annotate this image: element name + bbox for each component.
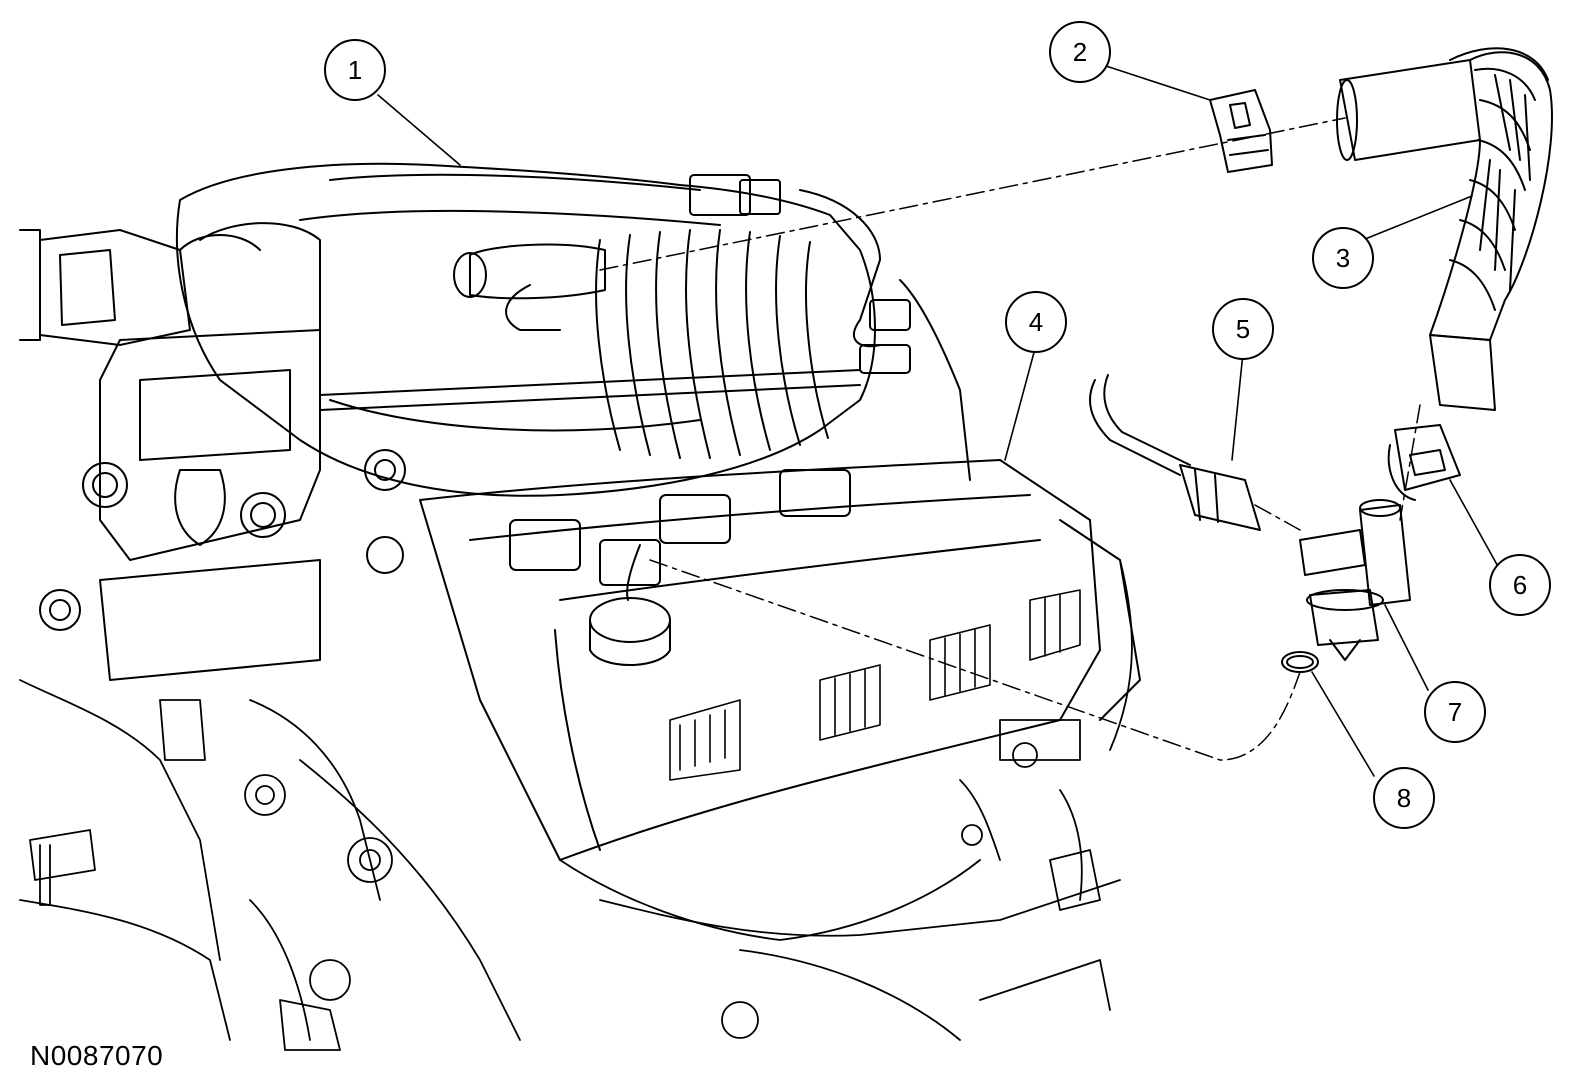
alignment-lines <box>599 117 1421 761</box>
callout-label: 7 <box>1448 697 1462 727</box>
intake-manifold <box>175 162 971 497</box>
callout-label: 1 <box>348 55 362 85</box>
lower-engine <box>19 559 1133 1051</box>
callout-6: 6 <box>1489 554 1551 616</box>
callout-label: 3 <box>1336 243 1350 273</box>
callout-label: 8 <box>1397 783 1411 813</box>
pcv-valve <box>1299 499 1411 661</box>
throttle-body <box>19 222 861 681</box>
callout-label: 5 <box>1236 314 1250 344</box>
hose-clamp-lower <box>1387 424 1461 501</box>
electrical-connector <box>1089 374 1261 531</box>
callout-8: 8 <box>1373 767 1435 829</box>
leader-lines <box>377 65 1501 777</box>
callout-4: 4 <box>1005 291 1067 353</box>
callout-5: 5 <box>1212 298 1274 360</box>
figure-id: N0087070 <box>30 1040 164 1071</box>
callout-label: 4 <box>1029 307 1043 337</box>
callout-label: 6 <box>1513 570 1527 600</box>
callout-1: 1 <box>324 39 386 101</box>
callout-3: 3 <box>1312 227 1374 289</box>
hose-clamp-upper <box>1209 89 1273 173</box>
pcv-hose <box>1336 47 1553 411</box>
callout-label: 2 <box>1073 37 1087 67</box>
callout-2: 2 <box>1049 21 1111 83</box>
callout-7: 7 <box>1424 681 1486 743</box>
valve-cover <box>419 459 1141 861</box>
